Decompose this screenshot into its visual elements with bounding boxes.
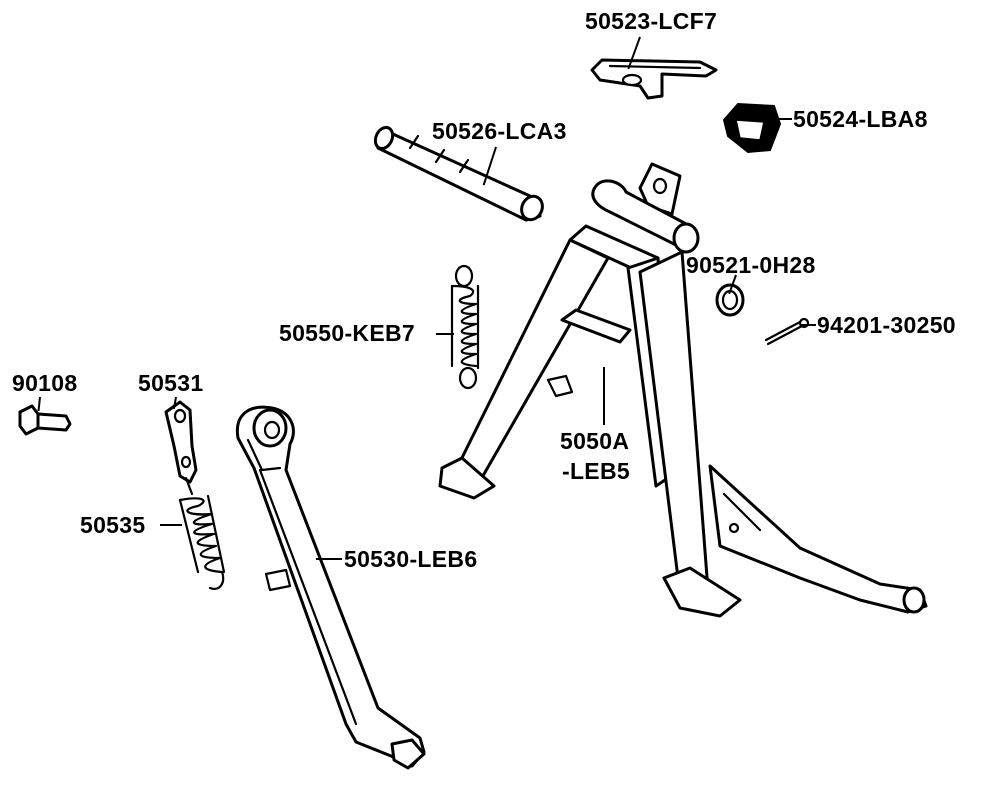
leader-5050A	[603, 367, 605, 425]
bolt-icon	[18, 404, 72, 436]
spring-icon	[450, 264, 480, 390]
leader-50550	[436, 333, 454, 335]
lever-bracket-icon	[590, 58, 718, 100]
leader-50524	[770, 118, 792, 120]
label-50523: 50523-LCF7	[585, 8, 718, 34]
label-50550: 50550-KEB7	[279, 320, 415, 346]
leader-50530	[316, 558, 342, 560]
label-50526: 50526-LCA3	[432, 118, 567, 144]
leader-94201	[800, 324, 816, 326]
label-50530: 50530-LEB6	[344, 546, 478, 572]
label-90521: 90521-0H28	[686, 252, 816, 278]
spring-hook-plate-icon	[164, 400, 198, 484]
label-50524: 50524-LBA8	[793, 106, 928, 132]
main-stand-icon	[438, 162, 928, 618]
spring-icon	[178, 476, 226, 590]
label-5050A-line1: 5050A	[560, 428, 630, 454]
label-50535: 50535	[80, 512, 146, 538]
label-90108: 90108	[12, 370, 78, 396]
cotter-pin-icon	[764, 317, 810, 346]
label-50531: 50531	[138, 370, 204, 396]
label-5050A-line2: -LEB5	[562, 458, 630, 484]
label-94201: 94201-30250	[817, 312, 956, 338]
leader-50535	[160, 524, 182, 526]
side-stand-icon	[235, 405, 426, 770]
washer-icon	[715, 283, 745, 317]
pivot-shaft-icon	[373, 125, 544, 222]
rubber-stopper-icon	[722, 102, 782, 154]
